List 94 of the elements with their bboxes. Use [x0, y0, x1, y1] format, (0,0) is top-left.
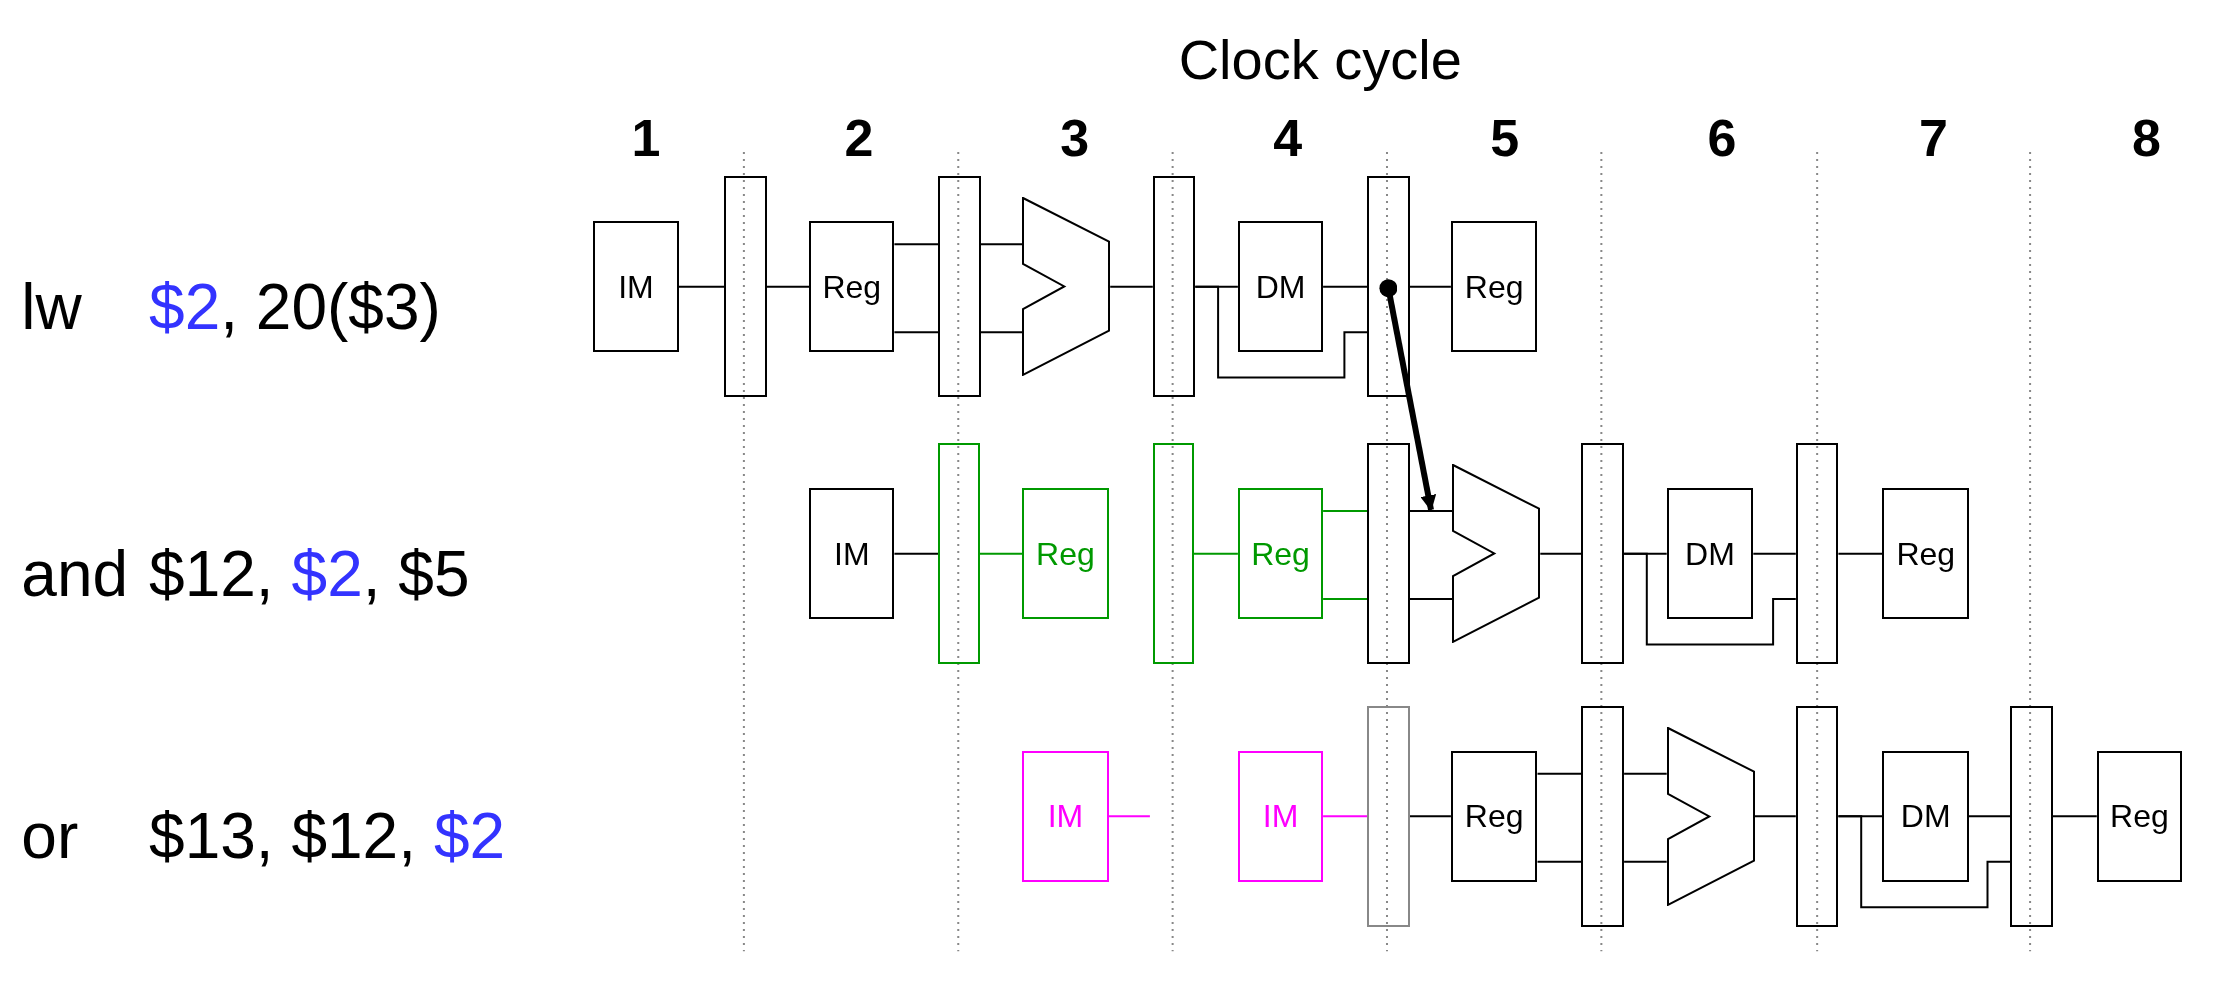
pipeline-register [1795, 705, 1839, 927]
pipeline-register [1152, 442, 1194, 665]
wire [1408, 285, 1452, 288]
wire [1194, 285, 1369, 379]
cycle-number: 2 [844, 111, 874, 164]
alu-shape [1022, 197, 1111, 377]
alu-shape [1666, 726, 1755, 906]
wire [1192, 552, 1239, 555]
pipeline-register [1581, 705, 1625, 927]
wire [1408, 510, 1454, 513]
box-label: Reg [2110, 800, 2169, 833]
box-label: DM [1685, 537, 1735, 570]
pipeline-register [1581, 442, 1625, 665]
cycle-number: 7 [1919, 111, 1948, 164]
wire [765, 285, 811, 288]
wire [1536, 772, 1583, 775]
box-label: IM [618, 270, 654, 303]
wire [1623, 552, 1797, 646]
wire [1539, 552, 1583, 555]
cycle-number: 1 [631, 111, 661, 164]
cycle-number: 4 [1273, 111, 1303, 164]
component-box [1882, 488, 1970, 619]
cycle-number: 8 [2132, 111, 2161, 164]
wire [1322, 510, 1369, 513]
component-box [2096, 751, 2182, 882]
pipeline-register [938, 442, 980, 665]
component-box [1237, 488, 1324, 619]
component-box [1237, 751, 1324, 882]
wire [1968, 815, 2012, 818]
box-label: Reg [1036, 537, 1095, 570]
pipeline-register [1367, 705, 1410, 927]
box-label: DM [1255, 270, 1306, 303]
instruction-text: $13, $12, [149, 804, 416, 869]
wire [1753, 815, 1797, 818]
wire [1837, 815, 2012, 909]
wire [1322, 815, 1369, 818]
component-box [809, 488, 895, 619]
instruction-text: $12, [149, 541, 274, 606]
instruction-text: and [21, 541, 129, 606]
box-label: Reg [1464, 270, 1524, 303]
cycle-number: 5 [1490, 111, 1520, 164]
component-box [1882, 751, 1970, 882]
register-operand: $2 [291, 541, 363, 606]
component-box [1666, 488, 1754, 619]
alu-shape [1452, 464, 1541, 644]
component-box [809, 221, 895, 353]
wire [1408, 598, 1454, 601]
wire [978, 552, 1024, 555]
wire [980, 243, 1024, 246]
wire [893, 243, 940, 246]
pipeline-register [1367, 442, 1410, 665]
box-label: IM [1047, 800, 1084, 833]
pipeline-register [2010, 705, 2053, 927]
pipeline-register [1795, 442, 1839, 665]
wire [1408, 815, 1452, 818]
cycle-number: 3 [1060, 111, 1090, 164]
forwarding-arrow [1379, 279, 1437, 512]
register-operand: $2 [433, 804, 506, 869]
pipeline-register [1152, 176, 1196, 398]
box-label: Reg [1896, 537, 1956, 570]
instruction-text: lw [21, 274, 82, 339]
wire [1623, 772, 1668, 775]
wire [893, 552, 940, 555]
wire [980, 331, 1024, 334]
wire [1837, 552, 1884, 555]
register-operand: $2 [149, 274, 221, 339]
wire [1536, 860, 1583, 863]
box-label: IM [1262, 800, 1299, 833]
box-label: IM [834, 537, 870, 570]
instruction-text: , $5 [362, 541, 470, 606]
wire [1623, 860, 1668, 863]
component-box [1022, 751, 1109, 882]
pipeline-register [1367, 176, 1410, 398]
wire [1752, 552, 1797, 555]
pipeline-register [724, 176, 767, 398]
component-box [1237, 221, 1324, 353]
component-box [1450, 751, 1538, 882]
component-box [1022, 488, 1109, 619]
instruction-text: or [21, 804, 79, 869]
wire [2051, 815, 2098, 818]
pipeline-register [938, 176, 981, 398]
wire [893, 331, 940, 334]
box-label: DM [1900, 800, 1951, 833]
box-label: Reg [1251, 537, 1310, 570]
wire [677, 285, 725, 288]
box-label: Reg [822, 270, 882, 303]
component-box [593, 221, 679, 353]
cycle-number: 6 [1707, 111, 1737, 164]
wire [1107, 815, 1151, 818]
wire [1322, 598, 1369, 601]
box-label: Reg [1464, 800, 1524, 833]
wire [1109, 285, 1154, 288]
component-box [1450, 221, 1538, 353]
wire [1322, 285, 1369, 288]
